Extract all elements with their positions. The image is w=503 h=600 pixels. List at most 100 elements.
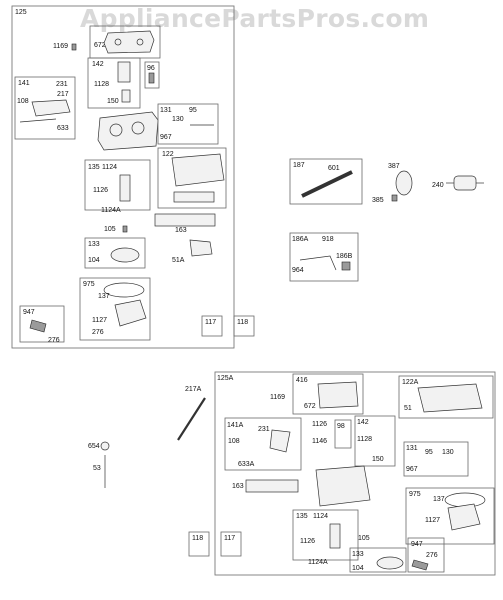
part-box-187 xyxy=(289,158,363,205)
label-672: 672 xyxy=(94,42,106,49)
part-box-122 xyxy=(157,147,227,209)
label-51: 51 xyxy=(404,405,412,412)
part-387 xyxy=(395,170,413,196)
label-137: 137 xyxy=(98,293,110,300)
label-947: 947 xyxy=(23,309,35,316)
part-654 xyxy=(100,441,110,451)
label-1126c: 1126 xyxy=(300,538,315,545)
part-box-947 xyxy=(19,305,65,343)
assembly-125A-frame xyxy=(214,371,496,576)
label-141A: 141A xyxy=(227,422,244,429)
label-142b: 142 xyxy=(357,419,369,426)
label-130b: 130 xyxy=(442,449,454,456)
label-133b: 133 xyxy=(352,551,364,558)
label-1128: 1128 xyxy=(94,81,109,88)
part-box-141A xyxy=(224,417,302,471)
gasket-51A xyxy=(189,239,213,257)
label-95b: 95 xyxy=(425,449,433,456)
assembly-125A: 125A 416 1169 672 122A 51 141A 231 108 6… xyxy=(188,371,496,576)
label-51A: 51A xyxy=(172,257,185,264)
label-118: 118 xyxy=(237,319,248,326)
part-150 xyxy=(121,89,131,103)
head-port xyxy=(109,123,123,137)
part-96 xyxy=(148,72,155,84)
label-104b: 104 xyxy=(352,565,364,572)
label-967: 967 xyxy=(160,134,172,141)
assembly-125-frame xyxy=(11,5,235,349)
label-150b: 150 xyxy=(372,456,384,463)
label-105: 105 xyxy=(104,226,116,233)
label-276: 276 xyxy=(92,329,104,336)
part-box-133 xyxy=(84,237,146,269)
part-box-135 xyxy=(84,159,151,211)
part-box-142b xyxy=(354,415,396,467)
label-601: 601 xyxy=(328,165,340,172)
head-port xyxy=(131,121,145,135)
label-142: 142 xyxy=(92,61,104,68)
label-95: 95 xyxy=(189,107,197,114)
part-1124b xyxy=(329,523,341,549)
part-box-98 xyxy=(334,419,352,449)
label-947b: 947 xyxy=(411,541,423,548)
label-1127b: 1127 xyxy=(425,517,440,524)
label-131: 131 xyxy=(160,107,172,114)
part-box-947b xyxy=(407,537,445,573)
label-186B: 186B xyxy=(336,253,353,260)
manifold-122A xyxy=(417,383,483,413)
label-1126: 1126 xyxy=(93,187,108,194)
part-947 xyxy=(29,319,47,333)
label-1128b: 1128 xyxy=(357,436,372,443)
part-186B xyxy=(341,261,351,271)
fuel-parts: 187 601 387 385 240 186A 918 964 186B xyxy=(289,158,484,282)
label-385: 385 xyxy=(372,197,384,204)
label-276c: 276 xyxy=(426,552,438,559)
label-975b: 975 xyxy=(409,491,421,498)
label-633: 633 xyxy=(57,125,69,132)
label-163b: 163 xyxy=(232,483,244,490)
o-ring-137b xyxy=(444,492,486,508)
screw-385 xyxy=(391,194,398,202)
label-654: 654 xyxy=(88,443,100,450)
part-box-975 xyxy=(79,277,151,341)
label-1146: 1146 xyxy=(312,438,327,445)
label-108b: 108 xyxy=(228,438,240,445)
gasket-416 xyxy=(317,381,359,409)
part-142-body xyxy=(117,61,131,83)
label-1124Ab: 1124A xyxy=(308,559,328,566)
part-box-117 xyxy=(201,315,223,337)
part-box-117b xyxy=(220,531,242,557)
label-125: 125 xyxy=(15,9,27,16)
screw-1169 xyxy=(71,43,77,51)
label-672b: 672 xyxy=(304,403,316,410)
linkage-918 xyxy=(299,255,337,271)
label-1169b: 1169 xyxy=(270,394,285,401)
label-1127: 1127 xyxy=(92,317,107,324)
label-122: 122 xyxy=(162,151,174,158)
label-108: 108 xyxy=(17,98,29,105)
label-104: 104 xyxy=(88,257,100,264)
label-117: 117 xyxy=(205,319,216,326)
part-box-141 xyxy=(14,76,76,140)
label-1169: 1169 xyxy=(53,43,68,50)
part-133 xyxy=(110,247,140,263)
label-135: 135 xyxy=(88,164,100,171)
cylinder-head-b xyxy=(315,465,371,507)
label-387: 387 xyxy=(388,163,400,170)
label-98: 98 xyxy=(337,423,345,430)
label-122A: 122A xyxy=(402,379,419,386)
label-1124b: 1124 xyxy=(313,513,328,520)
part-box-186A xyxy=(289,232,359,282)
part-box-96 xyxy=(144,61,160,89)
gasket-672 xyxy=(103,30,155,54)
part-box-416 xyxy=(292,373,364,415)
label-137b: 137 xyxy=(433,496,445,503)
part-box-142 xyxy=(87,57,141,109)
gasket-hole xyxy=(136,38,144,46)
part-box-133b xyxy=(349,547,407,573)
label-217A: 217A xyxy=(185,386,202,393)
label-964: 964 xyxy=(292,267,304,274)
label-1124: 1124 xyxy=(102,164,117,171)
rod-217A xyxy=(177,397,206,441)
label-131b: 131 xyxy=(406,445,418,452)
